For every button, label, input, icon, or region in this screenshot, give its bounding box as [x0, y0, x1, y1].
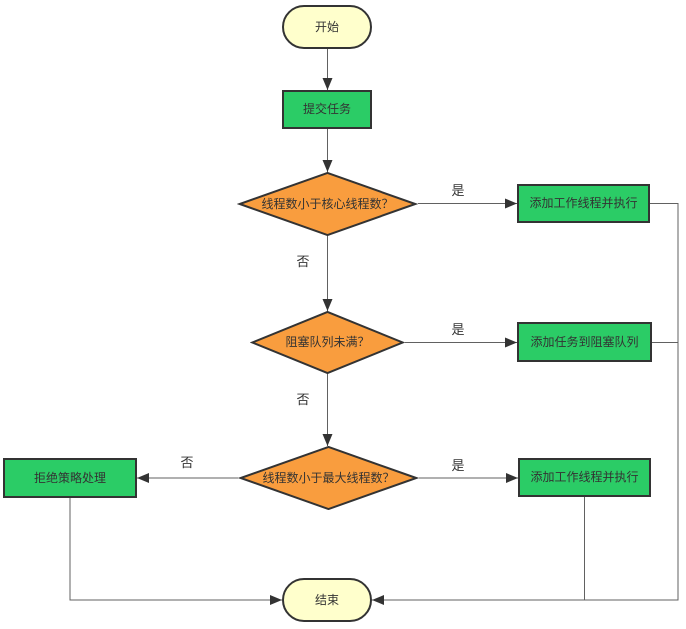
- node-add-task-to-queue: 添加任务到阻塞队列: [517, 322, 652, 362]
- node-decision-queue-not-full-label: 阻塞队列未满？: [285, 335, 370, 350]
- node-add-worker-thread-2-label: 添加工作线程并执行: [530, 470, 639, 485]
- node-reject-policy: 拒绝策略处理: [3, 458, 137, 498]
- diamond-shape: [238, 446, 419, 510]
- node-decision-core-threads: 线程数小于核心线程数？: [237, 172, 418, 236]
- edge-box1-end: [372, 203, 679, 605]
- node-decision-queue-not-full: 阻塞队列未满？: [250, 311, 405, 374]
- node-decision-max-threads: 线程数小于最大线程数？: [238, 446, 419, 510]
- edge-label-d1-no: 否: [296, 255, 310, 270]
- node-add-worker-thread-1: 添加工作线程并执行: [517, 184, 650, 223]
- node-reject-policy-label: 拒绝策略处理: [33, 470, 106, 485]
- node-decision-core-threads-label: 线程数小于核心线程数？: [261, 196, 394, 211]
- node-end: 结束: [282, 578, 372, 622]
- edge-label-d1-yes: 是: [451, 184, 465, 199]
- node-add-worker-thread-2: 添加工作线程并执行: [518, 458, 651, 497]
- edge-label-d2-no: 否: [296, 393, 310, 408]
- diamond-shape: [250, 311, 405, 374]
- node-decision-max-threads-label: 线程数小于最大线程数？: [262, 470, 395, 485]
- edge-label-d3-yes: 是: [451, 459, 465, 474]
- edge-label-d2-yes: 是: [451, 323, 465, 338]
- edge-reject-end: [69, 498, 282, 605]
- node-start: 开始: [282, 5, 372, 49]
- node-add-worker-thread-1-label: 添加工作线程并执行: [529, 196, 638, 211]
- node-end-label: 结束: [314, 592, 339, 607]
- node-submit-task: 提交任务: [282, 90, 372, 129]
- diamond-shape: [237, 172, 418, 236]
- node-add-task-to-queue-label: 添加任务到阻塞队列: [530, 334, 639, 349]
- node-start-label: 开始: [314, 19, 339, 34]
- node-submit-task-label: 提交任务: [302, 102, 351, 117]
- edge-label-d3-no: 否: [180, 456, 194, 471]
